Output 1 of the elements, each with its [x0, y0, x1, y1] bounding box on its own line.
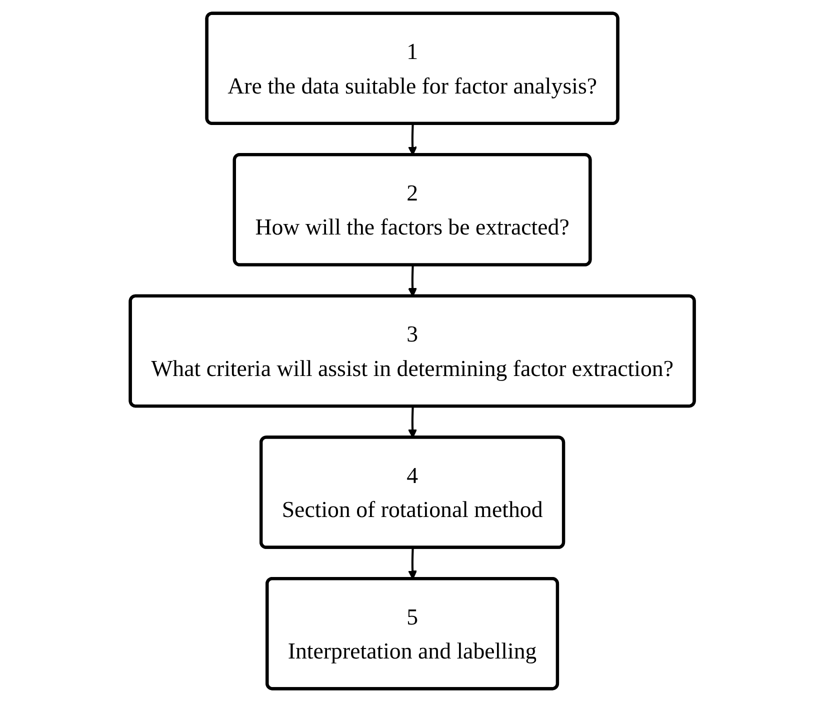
arrow	[408, 548, 418, 580]
